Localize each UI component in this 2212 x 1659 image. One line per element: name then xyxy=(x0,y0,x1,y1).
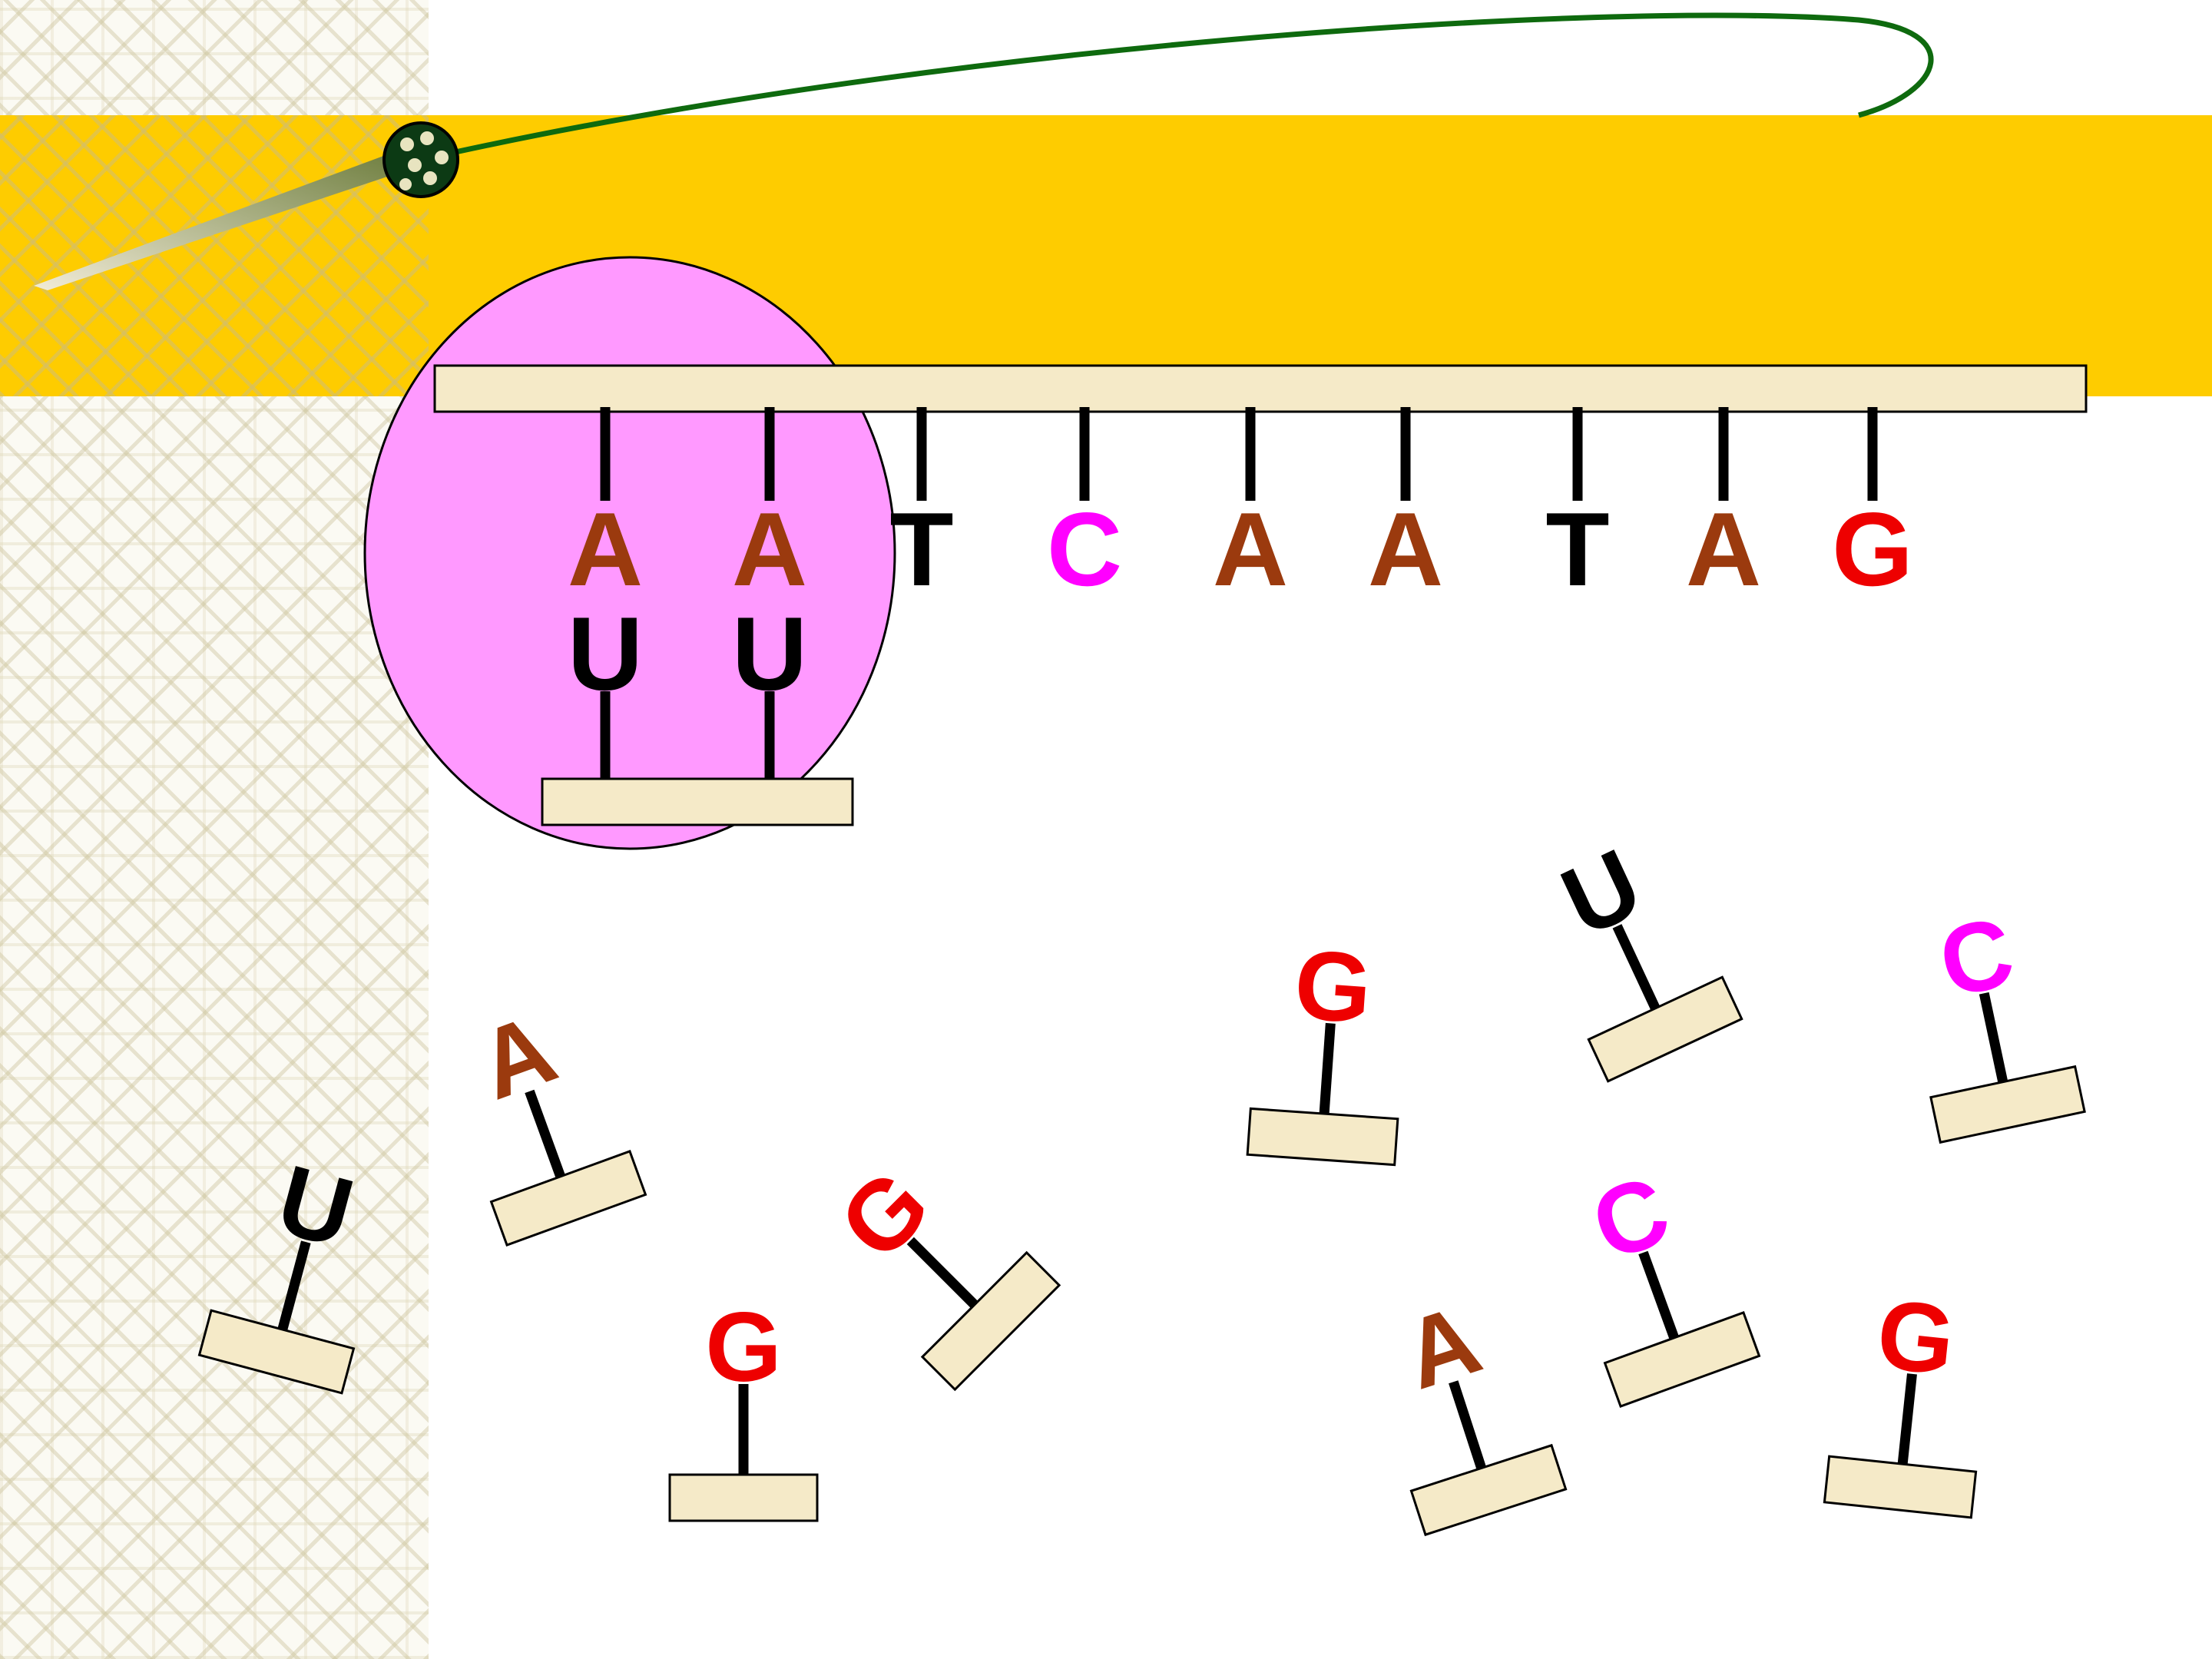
free-nucleotide-letter: G xyxy=(1291,929,1375,1045)
free-nucleotide-stem xyxy=(1897,1373,1917,1465)
header-band-texture xyxy=(0,115,429,396)
free-nucleotide-2: A xyxy=(465,993,647,1247)
free-nucleotide-6: U xyxy=(1546,828,1743,1083)
template-base-letter: T xyxy=(1545,491,1609,608)
free-nucleotide-3: G xyxy=(668,1293,819,1522)
free-nucleotide-stem xyxy=(1612,924,1661,1011)
template-base-3: T xyxy=(889,407,954,608)
template-base-6: A xyxy=(1368,407,1443,608)
free-nucleotide-10: G xyxy=(1823,1279,1978,1519)
free-nucleotide-8: A xyxy=(1392,1284,1568,1537)
free-nucleotide-stem xyxy=(1638,1250,1679,1340)
free-nucleotide-5: G xyxy=(1246,929,1399,1167)
template-base-2: AU xyxy=(732,407,807,782)
free-nucleotide-backbone xyxy=(1246,1107,1399,1167)
free-nucleotide-9: C xyxy=(1578,1154,1761,1408)
template-base-4: C xyxy=(1047,407,1122,608)
free-nucleotide-4: G xyxy=(819,1149,1061,1392)
free-nucleotide-letter: G xyxy=(705,1293,782,1402)
rna-transcript-strand xyxy=(420,12,1934,163)
free-nucleotide-stem xyxy=(525,1089,565,1179)
free-nucleotide-letter: U xyxy=(1546,828,1657,958)
free-nucleotide-letter: C xyxy=(1930,896,2022,1018)
free-nucleotide-backbone xyxy=(1587,975,1743,1083)
template-base-letter: C xyxy=(1047,491,1122,608)
free-nucleotide-backbone xyxy=(1929,1065,2086,1144)
free-nucleotide-stem xyxy=(1449,1380,1486,1470)
template-base-1: AU xyxy=(568,407,643,782)
template-base-5: A xyxy=(1213,407,1288,608)
free-nucleotide-1: U xyxy=(197,1144,364,1395)
free-nucleotide-letter: G xyxy=(1872,1279,1959,1396)
free-nucleotide-stem xyxy=(277,1240,311,1331)
template-base-letter: A xyxy=(1686,491,1761,608)
template-base-letter: T xyxy=(889,491,953,608)
template-base-7: T xyxy=(1545,407,1610,608)
template-dna-backbone xyxy=(433,364,2088,413)
template-base-letter: A xyxy=(1368,491,1443,608)
free-nucleotide-letter: A xyxy=(465,993,569,1121)
template-base-letter: G xyxy=(1832,491,1913,608)
free-nucleotide-letter: A xyxy=(1392,1284,1493,1411)
free-nucleotide-backbone xyxy=(197,1309,356,1395)
template-base-letter: A xyxy=(1213,491,1288,608)
template-base-9: G xyxy=(1832,407,1913,608)
free-nucleotide-stem xyxy=(906,1237,979,1309)
free-nucleotide-letter: U xyxy=(267,1144,363,1269)
nucleotide-bead-icon xyxy=(382,121,459,198)
free-nucleotide-backbone xyxy=(1409,1443,1568,1537)
free-nucleotide-backbone xyxy=(1823,1455,1978,1519)
template-base-letter: A xyxy=(568,491,643,608)
rna-new-backbone xyxy=(541,777,854,826)
free-nucleotide-backbone xyxy=(668,1473,819,1522)
rna-tail xyxy=(34,151,410,290)
template-base-8: A xyxy=(1686,407,1761,608)
free-nucleotide-backbone xyxy=(1603,1311,1761,1408)
free-nucleotide-backbone xyxy=(489,1150,647,1247)
template-base-letter: A xyxy=(732,491,807,608)
free-nucleotide-stem xyxy=(1979,992,2008,1084)
free-nucleotide-7: C xyxy=(1929,896,2086,1144)
free-nucleotide-stem xyxy=(1319,1022,1336,1114)
free-nucleotide-letter: C xyxy=(1578,1154,1683,1282)
